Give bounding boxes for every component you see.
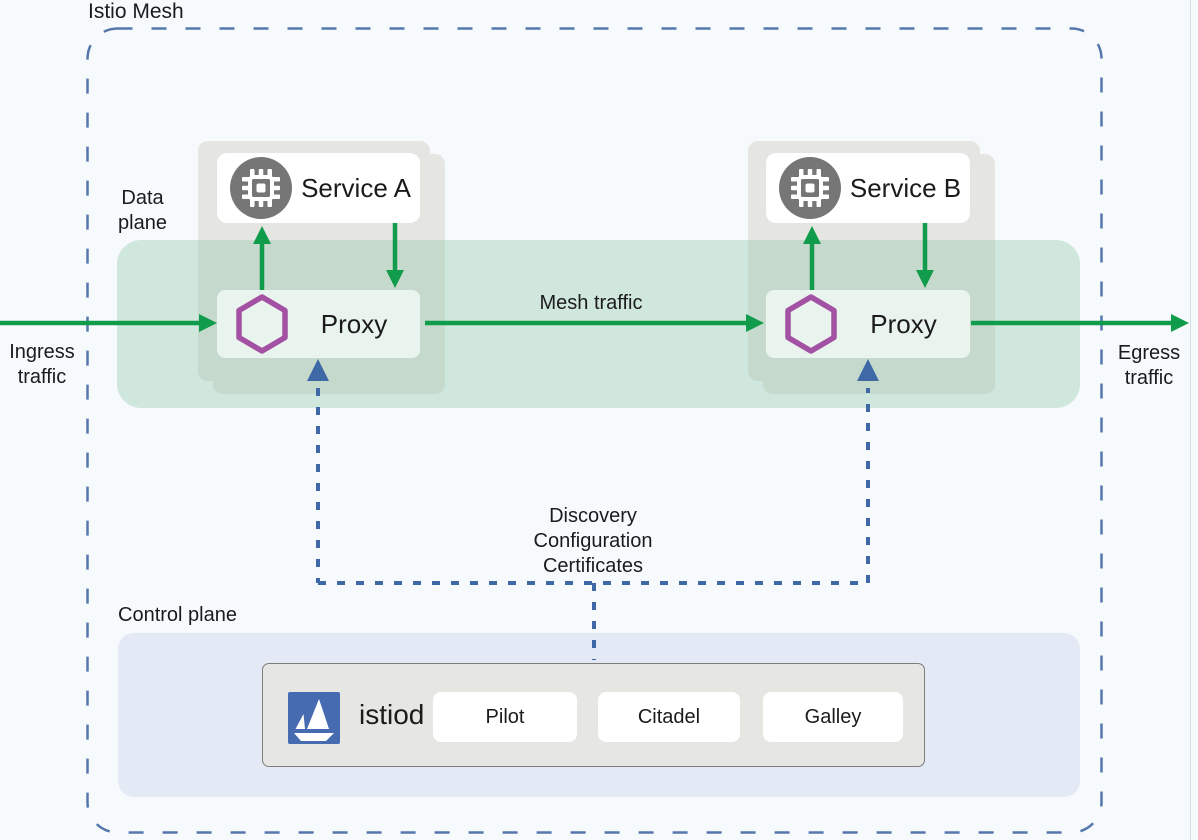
egress-traffic-label: Egress traffic <box>1117 342 1181 389</box>
proxy-b-node: Proxy <box>766 290 970 358</box>
galley-label: Galley <box>804 705 862 728</box>
sidecar-proxy-hexagon-icon <box>236 294 288 354</box>
galley-component-box: Galley <box>763 692 903 742</box>
service-b-label: Service B <box>849 172 962 203</box>
cpu-chip-icon <box>779 157 841 219</box>
istiod-panel: istiod Pilot Citadel Galley <box>262 663 925 767</box>
ingress-traffic-label: Ingress traffic <box>9 341 75 388</box>
service-a-node: Service A <box>217 153 420 223</box>
data-plane-label: Data plane <box>118 187 167 234</box>
cpu-chip-icon <box>230 157 292 219</box>
discovery-configuration-certificates-label: Discovery Configuration Certificates <box>533 505 653 577</box>
pilot-component-box: Pilot <box>433 692 577 742</box>
window-edge-line <box>1190 0 1191 840</box>
service-b-node: Service B <box>766 153 970 223</box>
mesh-traffic-label: Mesh traffic <box>539 292 643 314</box>
istiod-label: istiod <box>359 699 425 730</box>
proxy-a-label: Proxy <box>320 308 388 339</box>
sidecar-proxy-hexagon-icon <box>785 294 837 354</box>
proxy-b-label: Proxy <box>870 308 937 339</box>
istio-sailboat-icon <box>288 692 340 744</box>
citadel-component-box: Citadel <box>598 692 740 742</box>
control-plane-label: Control plane <box>118 604 237 626</box>
pilot-label: Pilot <box>485 705 525 728</box>
mesh-title: Istio Mesh <box>88 0 184 23</box>
egress-arrowhead <box>1171 314 1189 332</box>
citadel-label: Citadel <box>637 705 701 728</box>
proxy-a-node: Proxy <box>217 290 420 358</box>
service-a-label: Service A <box>301 172 411 203</box>
